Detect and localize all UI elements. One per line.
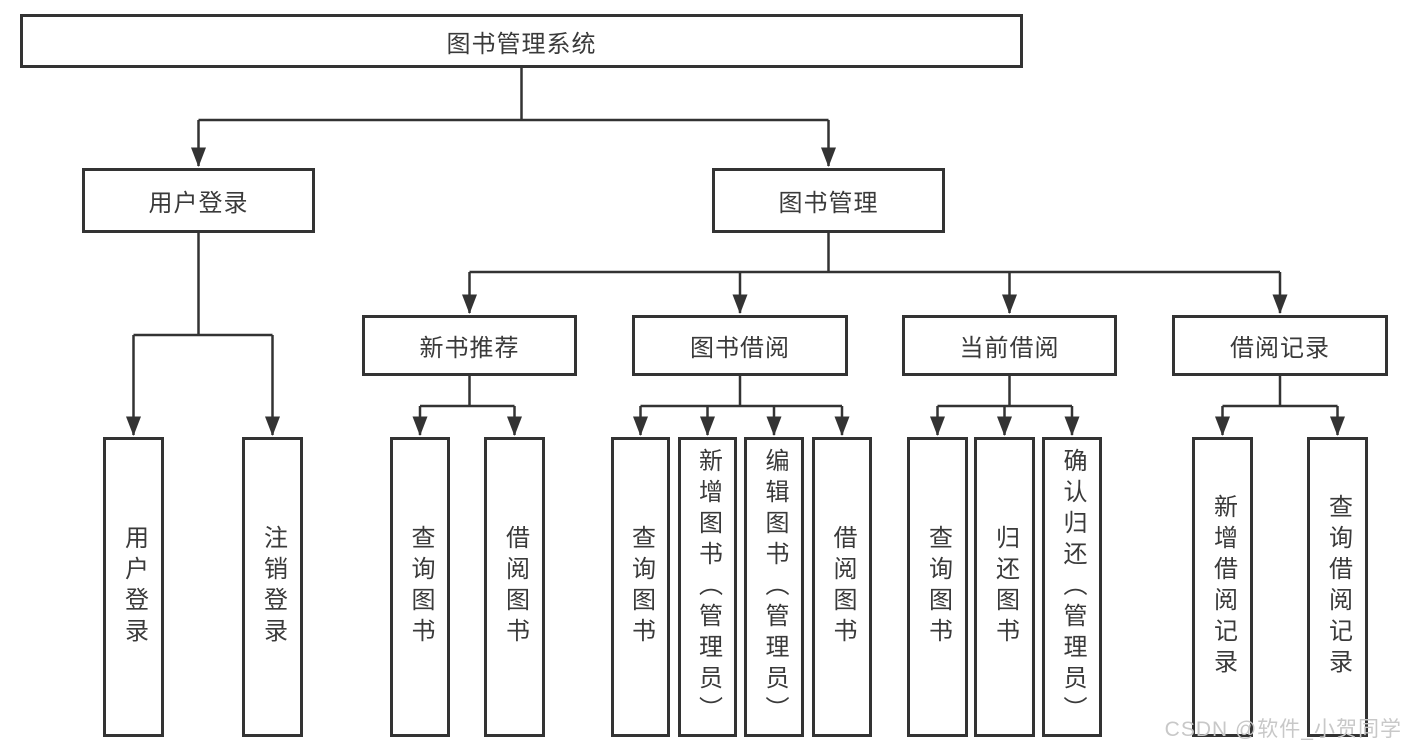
leaf-logout-login: 注销登录 <box>242 437 303 737</box>
leaf-edit-book-admin: 编辑图书（管理员） <box>744 437 804 737</box>
csdn-watermark: CSDN @软件_小贺同学 <box>1164 718 1402 741</box>
node-new-book-recommend: 新书推荐 <box>362 315 577 376</box>
leaf-add-borrow-record: 新增借阅记录 <box>1192 437 1253 737</box>
leaf-query-books-borrow: 查询图书 <box>611 437 670 737</box>
leaf-query-borrow-record: 查询借阅记录 <box>1307 437 1368 737</box>
leaf-confirm-return-admin: 确认归还（管理员） <box>1042 437 1102 737</box>
leaf-query-books-recommend: 查询图书 <box>390 437 450 737</box>
leaf-borrow-books: 借阅图书 <box>812 437 872 737</box>
node-book-borrow: 图书借阅 <box>632 315 848 376</box>
leaf-query-books-current: 查询图书 <box>907 437 968 737</box>
leaf-user-login: 用户登录 <box>103 437 164 737</box>
leaf-return-books: 归还图书 <box>974 437 1035 737</box>
node-book-management: 图书管理 <box>712 168 945 233</box>
node-user-login: 用户登录 <box>82 168 315 233</box>
node-borrow-records: 借阅记录 <box>1172 315 1388 376</box>
node-current-borrow: 当前借阅 <box>902 315 1117 376</box>
node-library-management-system: 图书管理系统 <box>20 14 1023 68</box>
leaf-add-book-admin: 新增图书（管理员） <box>678 437 737 737</box>
leaf-borrow-books-recommend: 借阅图书 <box>484 437 545 737</box>
